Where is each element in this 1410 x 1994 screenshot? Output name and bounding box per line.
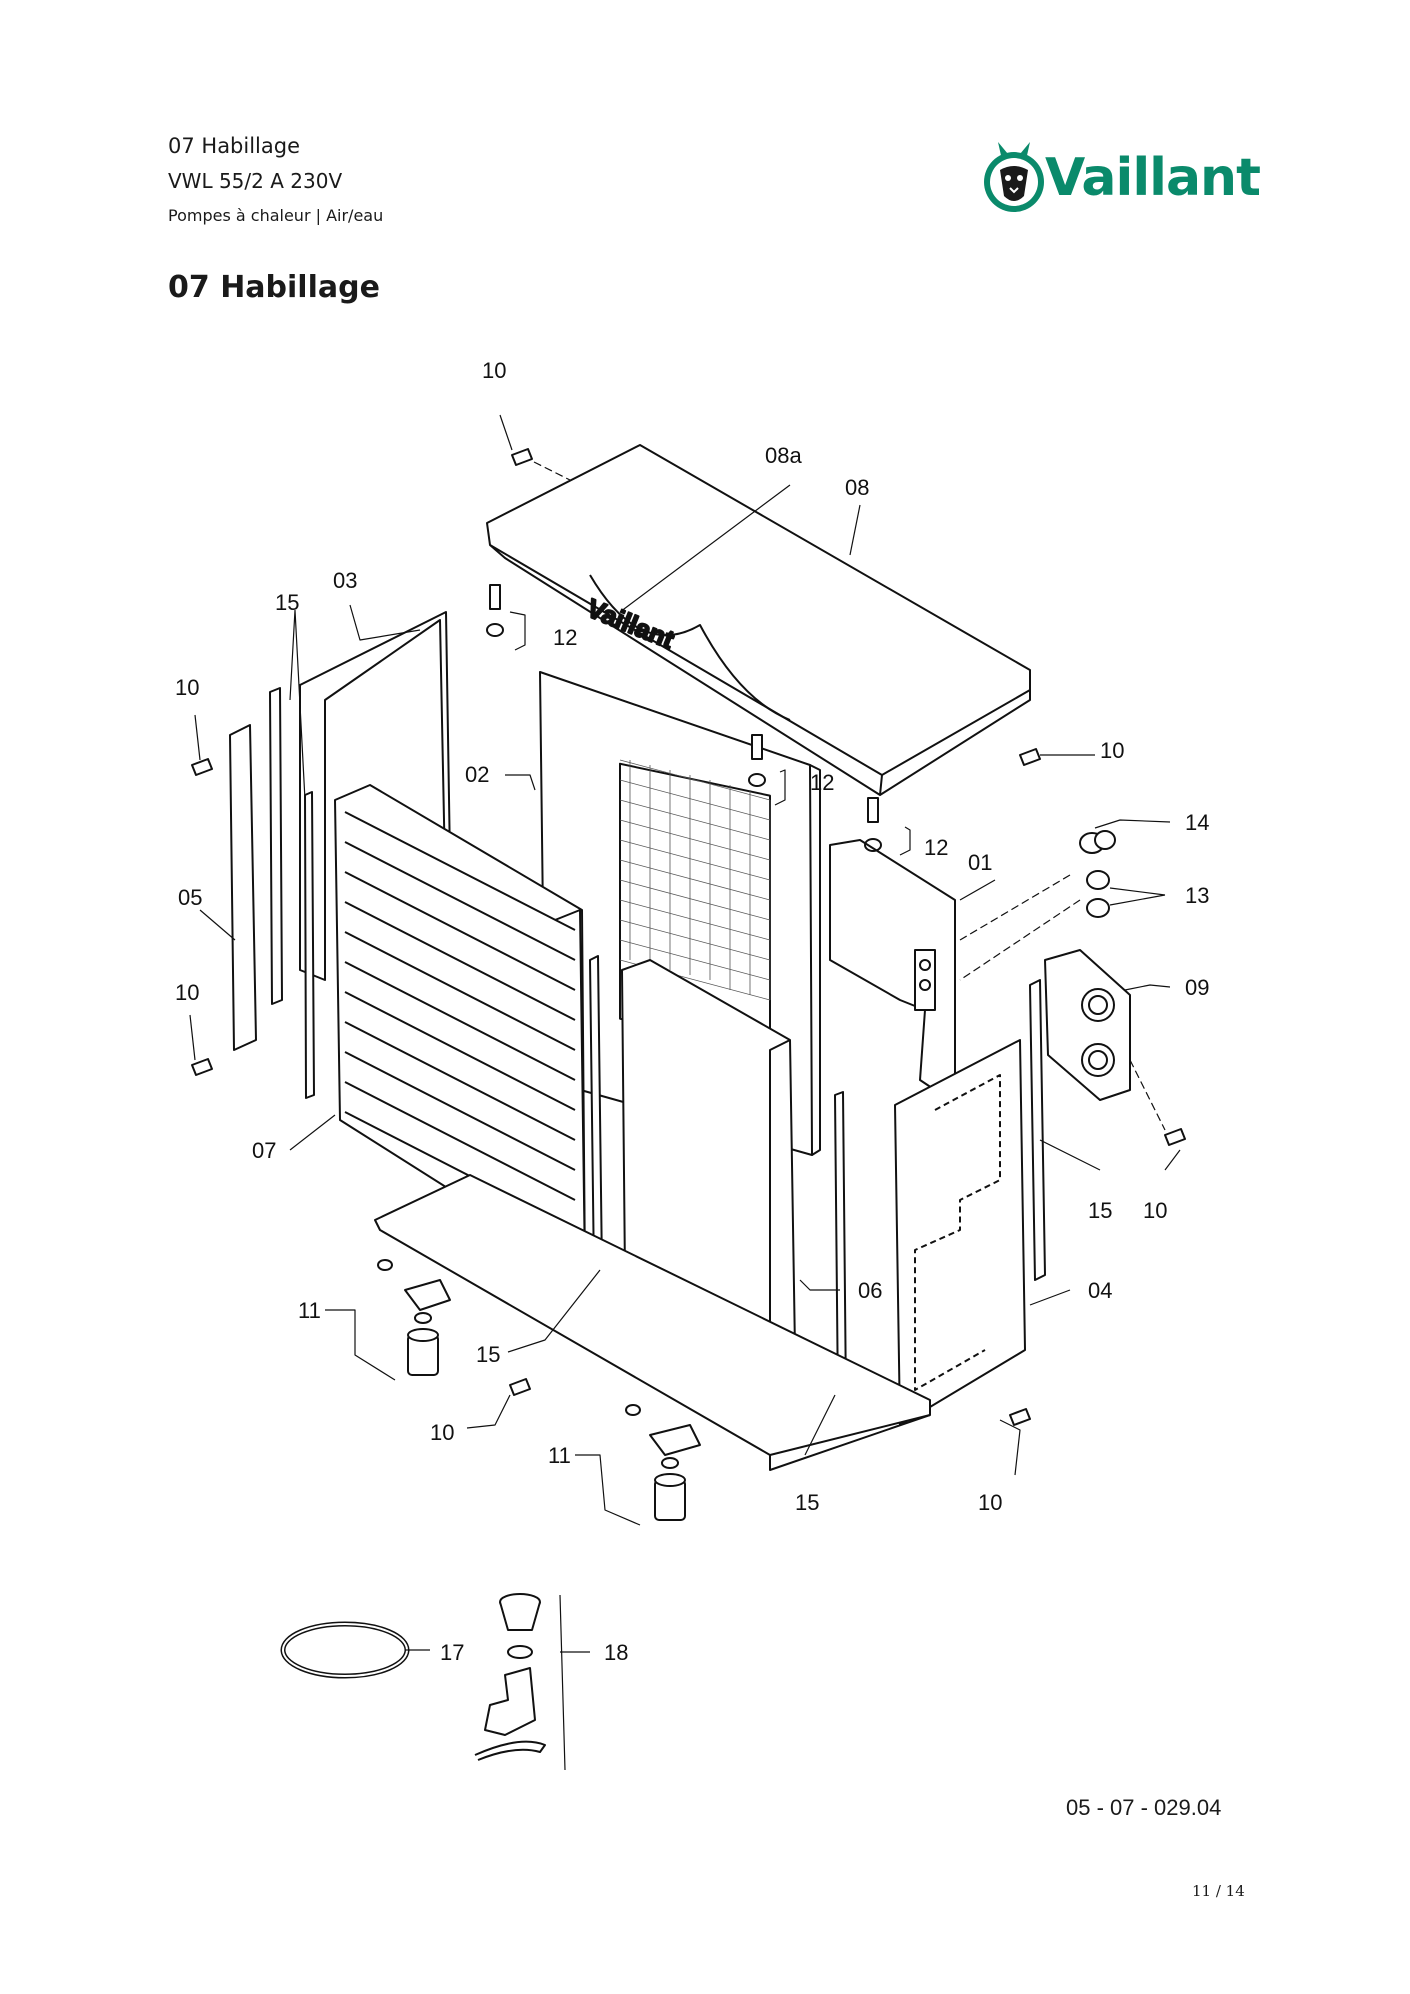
callout-10: 10 [1143, 1198, 1167, 1223]
side-strip-05 [229, 724, 257, 1051]
stud-icons [486, 584, 882, 852]
callout-02: 02 [465, 762, 489, 787]
page-title: 07 Habillage [168, 270, 380, 305]
fitting-13 [1086, 870, 1110, 918]
callout-05: 05 [178, 885, 202, 910]
callout-06: 06 [858, 1278, 882, 1303]
top-cover-08 [486, 444, 1031, 796]
condenser-coil-07 [334, 784, 586, 1276]
foot-11b [625, 1404, 701, 1521]
callout-04: 04 [1088, 1278, 1112, 1303]
callout-13: 13 [1185, 883, 1209, 908]
vaillant-logo [984, 142, 1044, 212]
callout-10: 10 [1100, 738, 1124, 763]
screw-icons [191, 448, 1186, 1426]
drawing-reference: 05 - 07 - 029.04 [1066, 1795, 1222, 1820]
callout-10: 10 [978, 1490, 1002, 1515]
header-category: Pompes à chaleur | Air/eau [168, 206, 384, 225]
callout-09: 09 [1185, 975, 1209, 1000]
page-number: 11 / 14 [1192, 1882, 1245, 1900]
header-model: VWL 55/2 A 230V [168, 169, 343, 193]
leader-lines [189, 414, 1181, 1771]
callout-18: 18 [604, 1640, 628, 1665]
callout-07: 07 [252, 1138, 276, 1163]
drain-kit-18 [474, 1593, 546, 1761]
callout-12: 12 [810, 770, 834, 795]
callout-10: 10 [175, 980, 199, 1005]
callout-11: 11 [298, 1298, 321, 1323]
gasket-strip-15d [1029, 979, 1046, 1281]
callout-08a: 08a [765, 443, 802, 468]
callout-12: 12 [553, 625, 577, 650]
callout-08: 08 [845, 475, 869, 500]
callout-10: 10 [430, 1420, 454, 1445]
brand-wordmark: Vaillant [1045, 148, 1261, 208]
callout-labels: 10 08a 08 03 15 12 10 10 02 12 12 14 01 … [175, 358, 1209, 1665]
foot-11a [377, 1259, 451, 1376]
base-plate [374, 1174, 931, 1471]
callout-11: 11 [548, 1443, 571, 1468]
connection-plate-09 [1044, 949, 1131, 1101]
fitting-14 [1079, 830, 1116, 854]
callout-14: 14 [1185, 810, 1209, 835]
callout-10: 10 [482, 358, 506, 383]
callout-12: 12 [924, 835, 948, 860]
callout-15: 15 [275, 590, 299, 615]
grille-mesh [619, 759, 771, 1001]
callout-03: 03 [333, 568, 357, 593]
callout-17: 17 [440, 1640, 464, 1665]
callout-15: 15 [476, 1342, 500, 1367]
header-section: 07 Habillage [168, 134, 301, 158]
drain-hose-17 [280, 1621, 410, 1679]
callout-10: 10 [175, 675, 199, 700]
callout-15: 15 [1088, 1198, 1112, 1223]
callout-15: 15 [795, 1490, 819, 1515]
right-frame-01 [829, 839, 956, 1091]
gasket-strip-15 [269, 687, 315, 1099]
callout-01: 01 [968, 850, 992, 875]
hare-emblem-icon [984, 142, 1044, 212]
right-panel-04 [894, 1039, 1026, 1426]
